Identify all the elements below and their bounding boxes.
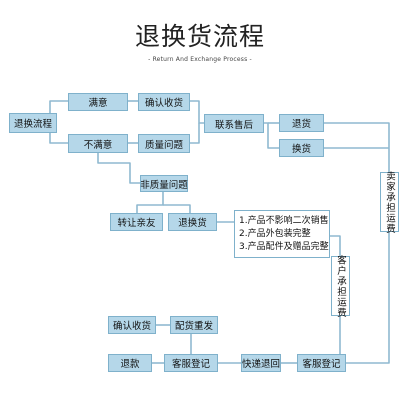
condition-item: 3.产品配件及赠品完整: [239, 242, 329, 252]
connector-seller-to-csregister: [346, 232, 390, 364]
node-quality-issue: 质量问题: [138, 134, 190, 153]
seller-pays-shipping-label: 卖家承担运费: [384, 170, 395, 234]
connector-unsatisfied-to-nonquality: [97, 153, 140, 184]
page-title: 退换货流程: [134, 22, 265, 51]
connector-quality-to-aftersales: [190, 123, 200, 144]
node-confirm-receipt-bottom: 确认收货: [108, 316, 156, 334]
connector-aftersales-to-exchange: [264, 122, 279, 149]
connector-return-to-seller: [324, 122, 390, 172]
conditions-note: 1.产品不影响二次销售 2.产品外包装完整 3.产品配件及赠品完整: [234, 210, 330, 258]
node-cs-register-left: 客服登记: [164, 354, 218, 372]
node-confirm-receipt-top: 确认收货: [138, 93, 190, 111]
node-non-quality-issue: 非质量问题: [140, 175, 188, 192]
page-subtitle: - Return And Exchange Process -: [148, 56, 252, 63]
customer-pays-shipping-label: 客户承担运费: [335, 254, 346, 318]
node-customer-pays-shipping: 客户承担运费: [331, 254, 350, 318]
node-contact-after-sales: 联系售后: [204, 114, 264, 133]
node-return-or-exchange: 退换货: [168, 213, 217, 231]
node-unsatisfied: 不满意: [68, 134, 128, 153]
connector-flow-to-satisfied: [49, 100, 68, 113]
condition-item: 1.产品不影响二次销售: [239, 216, 329, 226]
node-exchange-goods: 换货: [279, 139, 324, 157]
node-transfer-to-friends: 转让亲友: [110, 213, 163, 231]
node-cs-register-right: 客服登记: [297, 354, 346, 372]
connector-notes-to-customer: [330, 235, 341, 256]
node-satisfied: 满意: [68, 93, 128, 111]
connector-confirm-to-aftersales: [190, 100, 204, 124]
node-seller-pays-shipping: 卖家承担运费: [380, 170, 399, 234]
condition-item: 2.产品外包装完整: [239, 229, 311, 239]
node-refund: 退款: [108, 354, 152, 372]
connector-flow-to-unsatisfied: [49, 133, 68, 144]
node-return-goods: 退货: [279, 114, 324, 132]
node-return-flow: 退换流程: [9, 113, 57, 133]
node-reship-goods: 配货重发: [170, 316, 218, 334]
node-express-return: 快递退回: [241, 354, 281, 372]
connector-nonquality-to-exchange: [163, 204, 191, 213]
connector-nonquality-to-options: [136, 192, 164, 213]
